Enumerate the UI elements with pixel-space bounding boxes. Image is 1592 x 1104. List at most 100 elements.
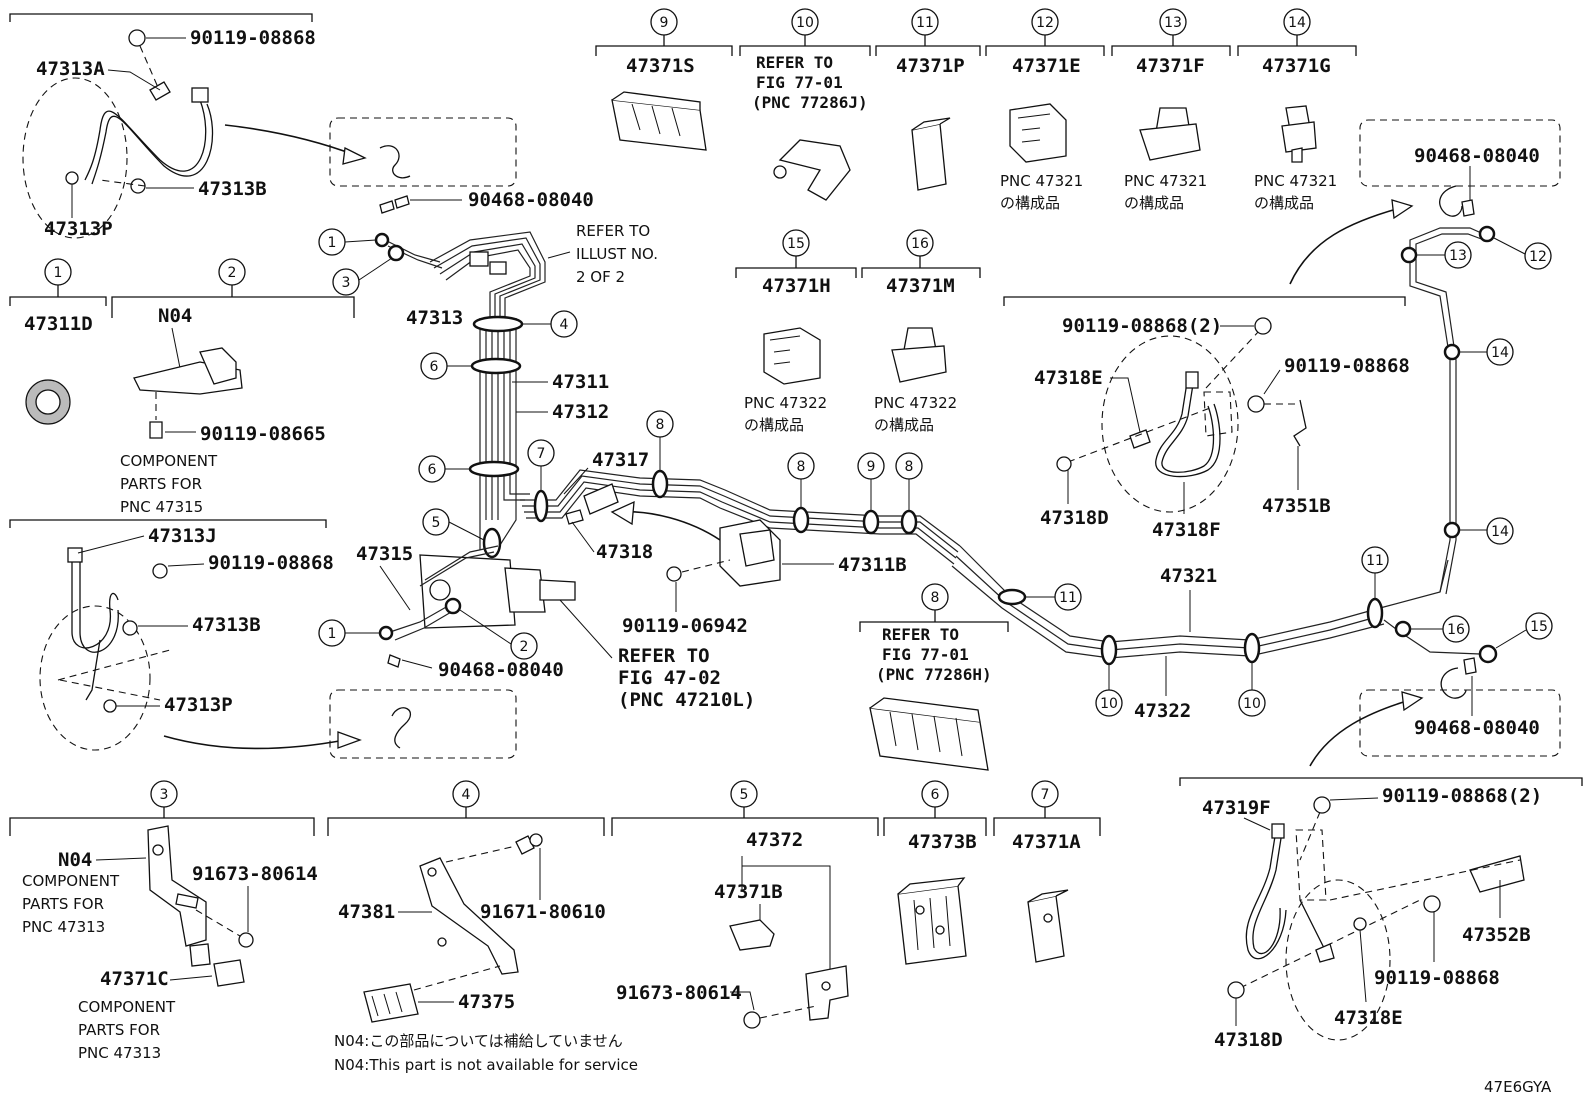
note-refer-fig-47-02-line1: REFER TO (618, 645, 710, 667)
diagram-code: 47E6GYA (1484, 1078, 1552, 1096)
label-90119-06942: 90119-06942 (622, 615, 748, 637)
label-47375: 47375 (458, 991, 515, 1013)
label-47371F: 47371F (1136, 55, 1205, 77)
callout-6-header: 6 (931, 787, 940, 803)
note-refer-fig-47-02-line3: (PNC 47210L) (618, 689, 755, 711)
callouts-central: 1 3 4 6 6 5 1 2 7 (318, 228, 578, 660)
hose-assembly-47313J: 47313J 90119-08868 47313B 47313P (9, 519, 517, 759)
label-90468-08040-d: 90468-08040 (1414, 717, 1540, 739)
label-47372: 47372 (746, 829, 803, 851)
callout-9-a: 9 (867, 459, 876, 475)
note-refer-illust-line2: ILLUST NO. (576, 245, 658, 263)
label-47317: 47317 (592, 449, 649, 471)
labels-central: 47313 90468-08040 REFER TO ILLUST NO. 2 … (356, 189, 755, 711)
label-90119-08665: 90119-08665 (200, 423, 326, 445)
callout-10-a: 10 (1100, 696, 1118, 712)
label-47318D-b: 47318D (1214, 1029, 1283, 1051)
label-47371B: 47371B (714, 881, 783, 903)
panel-5-clamp-47372: 5 47372 47371B 91673-80614 (611, 780, 879, 1029)
label-47318D-a: 47318D (1040, 507, 1109, 529)
note-refer-fig-77-01-H-line2: FIG 77-01 (882, 645, 969, 664)
note-refer-fig-77-01-J-line1: REFER TO (756, 53, 833, 72)
label-47318F: 47318F (1152, 519, 1221, 541)
label-47312: 47312 (552, 401, 609, 423)
label-N04-top: N04 (158, 305, 192, 327)
panel-7-clip-47371A: 7 47371A (993, 780, 1101, 963)
label-91673-80614-b: 91673-80614 (616, 982, 742, 1004)
clip-row-top: 9 47371S 10 REFER TO FIG 77-01 (PNC 7728… (595, 8, 1357, 212)
callout-11-b: 11 (1366, 553, 1384, 569)
note-pnc-47321-a-line1: PNC 47321 (1000, 172, 1083, 190)
label-90119-08868-b: 90119-08868 (208, 552, 334, 574)
callout-16-header: 16 (911, 236, 929, 252)
label-47313A: 47313A (36, 58, 105, 80)
callout-15-header: 15 (787, 236, 805, 252)
note-pnc-47322-a-line2: の構成品 (744, 416, 804, 434)
label-90119-08868-a: 90119-08868 (190, 27, 316, 49)
note-component-47315-line2: PARTS FOR (120, 475, 202, 493)
label-47371H: 47371H (762, 275, 831, 297)
callout-8-b: 8 (797, 459, 806, 475)
label-47311B: 47311B (838, 554, 907, 576)
bracket-N04-top: 2 N04 90119-08665 COMPONENT PARTS FOR PN… (111, 258, 355, 516)
label-47313J: 47313J (148, 525, 217, 547)
label-47311: 47311 (552, 371, 609, 393)
label-47321: 47321 (1160, 565, 1217, 587)
label-47371C: 47371C (100, 968, 169, 990)
callout-14-b: 14 (1491, 524, 1509, 540)
label-47381: 47381 (338, 901, 395, 923)
callout-6-a: 6 (430, 359, 439, 375)
label-47313P-b: 47313P (164, 694, 233, 716)
panel-3-bracket-N04: 3 N04 COMPONENT PARTS FOR PNC 47313 9167… (9, 780, 318, 1062)
note-pnc-47322-b-line2: の構成品 (874, 416, 934, 434)
callout-14-a: 14 (1491, 345, 1509, 361)
callout-10-header: 10 (796, 15, 814, 31)
callout-8-header: 8 (931, 590, 940, 606)
label-90119-08868-2-b: 90119-08868(2) (1382, 785, 1542, 807)
note-component-47315-line1: COMPONENT (120, 452, 218, 470)
callout-5-header: 5 (740, 787, 749, 803)
note-refer-fig-77-01-H-line3: (PNC 77286H) (876, 665, 992, 684)
label-47351B: 47351B (1262, 495, 1331, 517)
refer-fig-77-01-H: 8 REFER TO FIG 77-01 (PNC 77286H) (859, 583, 1009, 771)
panel-6-clamp-47373B: 6 47373B (883, 780, 987, 965)
label-47371S: 47371S (626, 55, 695, 77)
callout-1-a: 1 (328, 235, 337, 251)
callout-3-header: 3 (160, 787, 169, 803)
label-91673-80614-a: 91673-80614 (192, 863, 318, 885)
label-47318E-a: 47318E (1034, 367, 1103, 389)
note-n04-english: N04:This part is not available for servi… (334, 1056, 638, 1074)
note-refer-fig-77-01-J-line2: FIG 77-01 (756, 73, 843, 92)
callout-8-c: 8 (905, 459, 914, 475)
callout-3-a: 3 (342, 275, 351, 291)
label-N04-bottom: N04 (58, 849, 92, 871)
note-pnc-47321-c-line1: PNC 47321 (1254, 172, 1337, 190)
callout-14-header: 14 (1288, 15, 1306, 31)
note-component-47313-b-line3: PNC 47313 (78, 1044, 161, 1062)
label-47373B: 47373B (908, 831, 977, 853)
callout-7-header: 7 (1041, 787, 1050, 803)
label-47319F: 47319F (1202, 797, 1271, 819)
right-pipe-run: 13 12 14 14 16 15 90468-08040 90468-0804… (1289, 119, 1561, 767)
label-47318E-b: 47318E (1334, 1007, 1403, 1029)
callout-5-a: 5 (432, 515, 441, 531)
label-90119-08868-2-a: 90119-08868(2) (1062, 315, 1222, 337)
callout-8-a: 8 (656, 417, 665, 433)
label-47313B-a: 47313B (198, 178, 267, 200)
note-component-47315-line3: PNC 47315 (120, 498, 203, 516)
callout-11-a: 11 (1059, 590, 1077, 606)
callout-6-b: 6 (428, 462, 437, 478)
callout-9-header: 9 (660, 15, 669, 31)
note-pnc-47321-a-line2: の構成品 (1000, 194, 1060, 212)
brake-tube-bundle-central (374, 195, 576, 669)
note-pnc-47321-b-line1: PNC 47321 (1124, 172, 1207, 190)
label-47371E: 47371E (1012, 55, 1081, 77)
callout-10-b: 10 (1243, 696, 1261, 712)
note-pnc-47321-c-line2: の構成品 (1254, 194, 1314, 212)
label-47371P: 47371P (896, 55, 965, 77)
note-component-47313-b-line2: PARTS FOR (78, 1021, 160, 1039)
label-47313P-a: 47313P (44, 218, 113, 240)
note-component-47313-b-line1: COMPONENT (78, 998, 176, 1016)
label-47318: 47318 (596, 541, 653, 563)
